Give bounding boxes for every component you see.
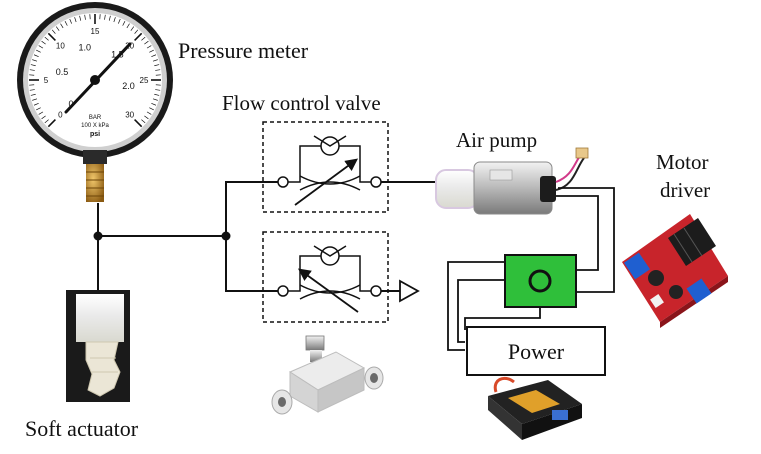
battery <box>488 376 582 440</box>
gauge-tick <box>134 119 143 128</box>
motor-driver-board <box>622 214 728 328</box>
gauge-tick <box>154 93 160 96</box>
gauge-tick <box>146 111 152 115</box>
gauge-tick <box>104 14 106 20</box>
label-motor-driver-line2: driver <box>660 178 710 202</box>
power-box: Power <box>466 326 606 376</box>
label-air-pump: Air pump <box>456 128 537 152</box>
gauge-tick <box>29 69 35 71</box>
gauge-tick <box>84 14 86 20</box>
brass-fitting <box>86 164 104 202</box>
wiring <box>447 187 615 351</box>
gauge-tick <box>146 45 152 49</box>
tube-junction-left <box>93 231 103 241</box>
gauge-outer-scale-label: 5 <box>44 76 49 85</box>
gauge-tick <box>32 98 38 101</box>
gauge-tick <box>134 32 143 41</box>
exhaust-symbol <box>399 279 420 303</box>
gauge-tick <box>118 18 121 24</box>
gauge-tick <box>155 69 161 71</box>
switch-module <box>504 254 577 308</box>
gauge-tick <box>41 115 46 120</box>
gauge-tick <box>47 32 56 41</box>
label-pressure-meter: Pressure meter <box>178 38 309 63</box>
label-flow-control-valve: Flow control valve <box>222 91 381 115</box>
tube-junction-right <box>221 231 231 241</box>
gauge-inner-scale-label: 0 <box>68 99 73 109</box>
gauge-tick <box>141 36 146 41</box>
flow-control-valve-top <box>262 121 389 213</box>
gauge-outer-scale-label: 10 <box>56 41 65 50</box>
gauge-tick <box>144 40 149 45</box>
gauge-tick <box>64 21 68 26</box>
gauge-tick <box>144 115 149 120</box>
label-motor-driver-line1: Motor <box>656 150 709 174</box>
gauge-tick <box>29 89 35 91</box>
gauge-tick <box>74 17 77 23</box>
gauge-inner-scale: 0 0.5 1.0 1.5 2.0 <box>56 43 135 109</box>
gauge-tick <box>38 45 44 49</box>
gauge-tick <box>47 119 56 128</box>
gauge-tick <box>108 15 111 21</box>
gauge-tick <box>126 23 130 29</box>
gauge-tick <box>33 103 39 106</box>
gauge-tick <box>69 18 72 24</box>
gauge-tick <box>152 98 158 101</box>
gauge-outer-scale-label: 0 <box>58 111 63 120</box>
gauge-tick <box>30 64 36 67</box>
tubing <box>97 181 440 292</box>
gauge-tick <box>60 23 64 29</box>
gauge-inner-scale-label: 0.5 <box>56 67 69 77</box>
gauge-tick <box>149 49 154 53</box>
gauge-tick <box>55 26 60 31</box>
gauge-tick <box>141 119 146 124</box>
gauge-tick <box>155 89 161 91</box>
gauge-tick <box>32 59 38 62</box>
gauge-tick <box>79 15 82 21</box>
gauge-inner-scale-label: 2.0 <box>122 81 135 91</box>
gauge-unit-bar: BAR <box>89 115 102 121</box>
gauge-tick <box>36 49 41 53</box>
label-power: Power <box>508 339 565 364</box>
gauge-tick <box>38 111 44 115</box>
gauge-outer-scale-label: 25 <box>140 76 149 85</box>
gauge-tick <box>149 107 154 111</box>
gauge-tick <box>44 36 49 41</box>
gauge-stem <box>83 150 107 164</box>
gauge-tick <box>122 21 126 26</box>
gauge-tick <box>41 40 46 45</box>
flow-control-valve-bottom <box>262 231 389 323</box>
inline-flow-valve-photo <box>271 335 384 415</box>
gauge-hub <box>90 75 100 85</box>
air-pump <box>435 147 589 215</box>
gauge-outer-scale-label: 30 <box>125 111 134 120</box>
gauge-unit-kpa: 100 X kPa <box>81 123 109 129</box>
gauge-tick <box>130 26 135 31</box>
gauge-tick-marks <box>29 14 161 128</box>
pressure-gauge: 051015202530 00.51.01.52.0 BAR 100 X kPa… <box>17 2 173 202</box>
soft-actuator-photo <box>66 290 130 402</box>
gauge-tick <box>30 93 36 96</box>
gauge-tick <box>152 59 158 62</box>
gauge-tick <box>44 119 49 124</box>
gauge-tick <box>134 29 139 34</box>
label-soft-actuator: Soft actuator <box>25 416 139 441</box>
gauge-inner-scale-label: 1.5 <box>111 49 124 59</box>
gauge-tick <box>51 29 56 34</box>
gauge-tick <box>36 107 41 111</box>
gauge-tick <box>151 54 157 57</box>
gauge-tick <box>154 64 160 67</box>
gauge-outer-scale-label: 15 <box>91 27 100 36</box>
gauge-unit-psi: psi <box>90 131 100 138</box>
gauge-tick <box>33 54 39 57</box>
gauge-tick <box>151 103 157 106</box>
gauge-tick <box>113 17 116 23</box>
gauge-inner-scale-label: 1.0 <box>78 43 91 53</box>
